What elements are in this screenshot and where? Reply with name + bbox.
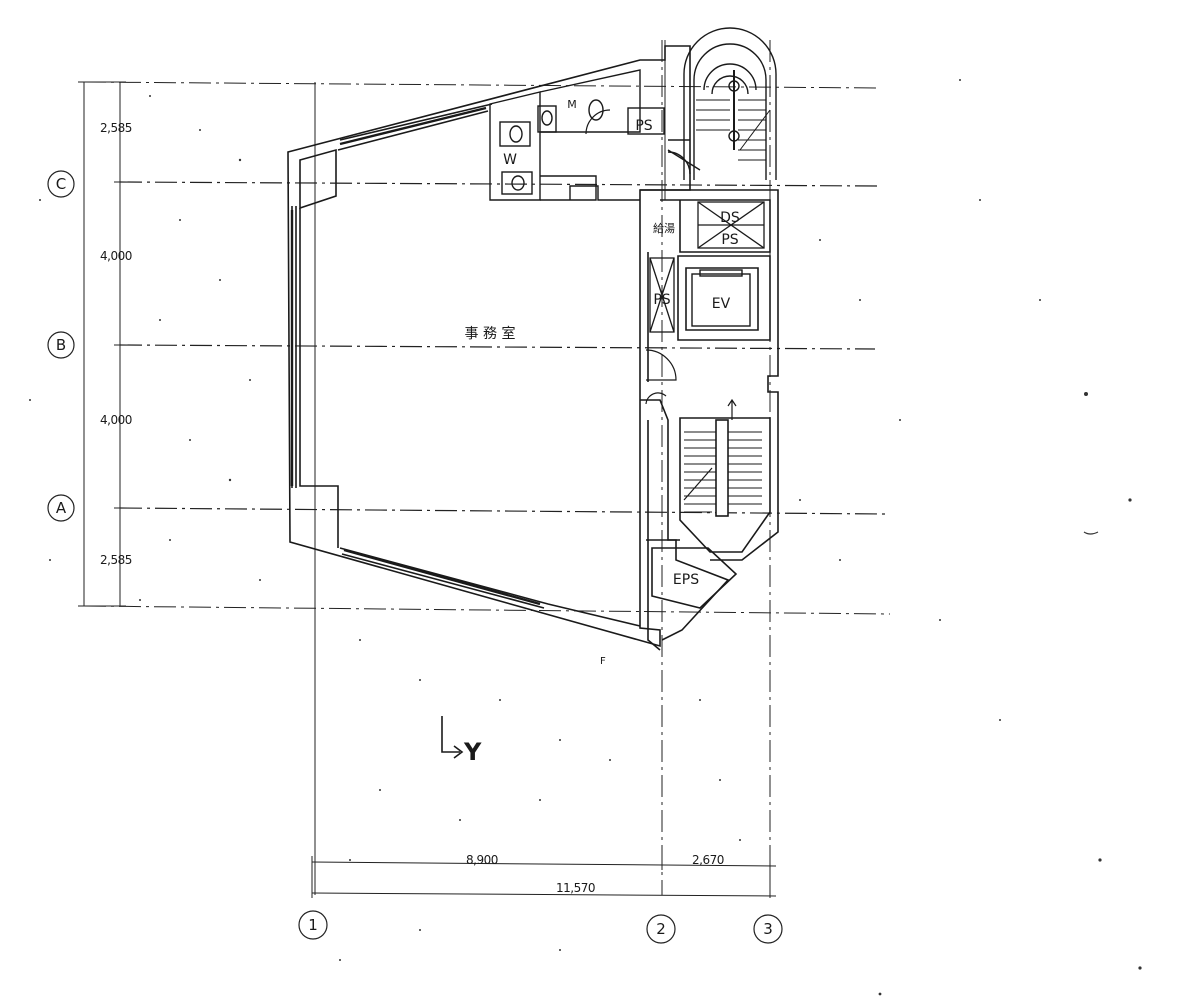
grid-bubble-b: B — [47, 331, 75, 359]
grid-bubble-1: 1 — [298, 910, 328, 940]
room-wc-w-label: W — [503, 152, 517, 168]
scan-mark — [1083, 531, 1099, 535]
building-walls — [287, 45, 779, 651]
svg-text:A: A — [56, 499, 67, 517]
grid-bubble-c: C — [47, 170, 75, 198]
dim-left-2: 4,000 — [100, 249, 132, 263]
f-mark: F — [600, 656, 606, 667]
room-wc-m-label: M — [567, 98, 577, 111]
gridline-c — [119, 181, 881, 187]
svg-text:1: 1 — [308, 916, 318, 934]
svg-text:C: C — [56, 175, 66, 193]
ds-ps-shaft — [697, 201, 765, 249]
room-ps-side-label: PS — [653, 292, 670, 308]
toilet-block — [489, 69, 701, 201]
spiral-stair — [683, 27, 777, 180]
gridline-bottom-edge — [83, 605, 891, 615]
dim-bottom-2: 2,670 — [692, 853, 724, 867]
scan-noise — [29, 79, 1142, 996]
window-lines — [290, 106, 541, 606]
room-ps-top-label: PS — [635, 118, 652, 134]
room-kyuto-label: 給湯 — [653, 221, 675, 235]
grid-bubble-3: 3 — [753, 914, 783, 944]
svg-text:2: 2 — [656, 920, 666, 938]
dimension-lines — [78, 81, 777, 898]
dim-bottom-1: 8,900 — [466, 853, 498, 867]
y-axis-marker — [441, 716, 464, 759]
straight-stair — [683, 398, 762, 517]
dim-left-3: 4,000 — [100, 413, 132, 427]
svg-text:3: 3 — [763, 920, 773, 938]
grid-bubble-2: 2 — [646, 914, 676, 944]
gridline-top-edge — [83, 81, 881, 89]
grid-bubble-a: A — [47, 494, 75, 522]
grid-lines — [83, 40, 891, 895]
doors — [585, 109, 677, 405]
dim-left-4: 2,585 — [100, 553, 132, 567]
y-axis-label: Y — [463, 738, 482, 766]
room-ds-label: DS — [720, 210, 740, 226]
gridline-b — [119, 344, 876, 350]
room-ev-label: EV — [712, 296, 731, 312]
svg-text:B: B — [56, 336, 66, 354]
elevator-shaft — [691, 269, 751, 327]
dim-left-1: 2,585 — [100, 121, 132, 135]
dim-bottom-total: 11,570 — [556, 881, 595, 895]
room-office-label: 事 務 室 — [465, 325, 516, 342]
side-ps-shaft — [649, 257, 675, 333]
gridline-a — [119, 507, 886, 515]
room-ps-ds-label: PS — [721, 232, 738, 248]
room-eps-label: EPS — [673, 572, 699, 588]
